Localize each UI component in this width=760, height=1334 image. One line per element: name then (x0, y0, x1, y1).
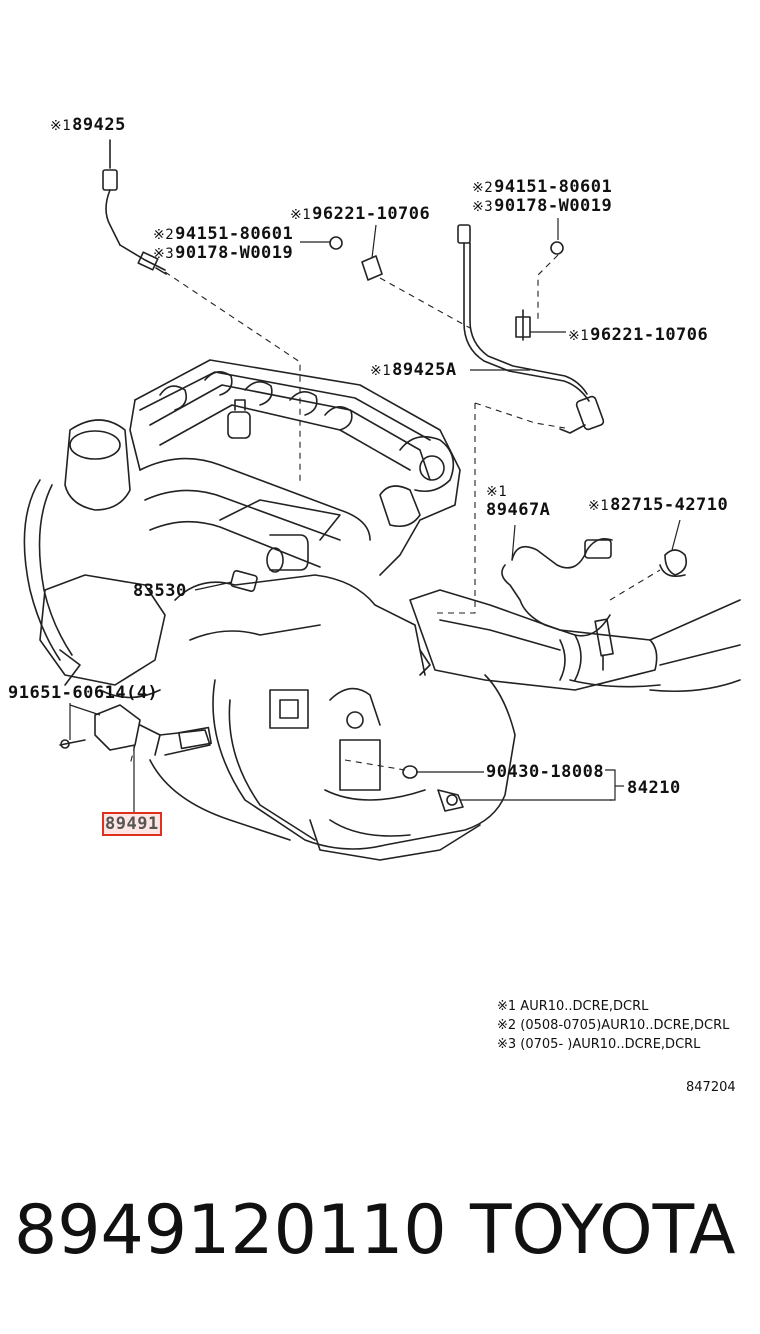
small-parts-drawing (230, 570, 464, 812)
applicability-mark: ※1 (486, 484, 508, 500)
applicability-mark: ※1 (50, 118, 72, 134)
label-82715-42710[interactable]: ※182715-42710 (588, 495, 728, 516)
label-83530[interactable]: 83530 (133, 581, 187, 601)
applicability-mark: ※1 (290, 207, 312, 223)
label-91651-60614[interactable]: 91651-60614(4) (8, 683, 158, 703)
applicability-mark: ※3 (472, 199, 494, 215)
part-number: 89425 (72, 115, 126, 135)
footer-brand: TOYOTA (470, 1191, 736, 1270)
label-96221-10706-upper[interactable]: ※196221-10706 (290, 204, 430, 225)
part-number: 89425A (392, 360, 457, 380)
applicability-mark: ※1 (370, 363, 392, 379)
clamp-96221-drawing (329, 236, 383, 281)
label-89425a[interactable]: ※189425A (370, 360, 457, 381)
part-number: 94151-80601 (494, 177, 613, 197)
part-number: 91651-60614(4) (8, 683, 159, 703)
label-94151-80601-right[interactable]: ※294151-80601 (472, 177, 612, 198)
label-96221-10706-lower[interactable]: ※196221-10706 (568, 325, 708, 346)
note-1: ※1 AUR10..DCRE,DCRL (497, 999, 649, 1014)
note-2: ※2 (0508-0705)AUR10..DCRE,DCRL (497, 1018, 730, 1033)
part-number: 84210 (627, 778, 681, 798)
applicability-mark: ※3 (153, 246, 175, 262)
part-number: 94151-80601 (175, 224, 294, 244)
part-number: 96221-10706 (312, 204, 431, 224)
part-number: 96221-10706 (590, 325, 709, 345)
af-sensor-89467a-drawing (501, 537, 688, 671)
dashed-leaders (129, 254, 661, 771)
label-90430-18008[interactable]: 90430-18008 (486, 762, 604, 782)
engine-block-drawing (23, 359, 741, 861)
applicability-mark: ※1 (588, 498, 610, 514)
part-number: 90430-18008 (486, 762, 605, 782)
label-90178-w0019-left[interactable]: ※390178-W0019 (153, 243, 293, 264)
oxygen-sensor-89425-drawing (102, 139, 167, 275)
knock-sensor-89491-drawing (59, 704, 212, 756)
footer: 8949120110 TOYOTA (14, 1188, 754, 1274)
highlighted-part-number: 89491 (102, 812, 162, 836)
diagram-code: 847204 (686, 1080, 736, 1095)
applicability-mark: ※1 (568, 328, 590, 344)
label-94151-80601-left[interactable]: ※294151-80601 (153, 224, 293, 245)
part-number: 82715-42710 (610, 495, 729, 515)
label-89425[interactable]: ※189425 (50, 115, 126, 136)
label-89491-highlighted[interactable]: 89491 (102, 812, 162, 836)
leader-lines (69, 218, 681, 815)
part-number: 89467A (486, 500, 551, 520)
oxygen-sensor-89425a-drawing (457, 224, 605, 434)
part-number: 90178-W0019 (494, 196, 613, 216)
note-3: ※3 (0705- )AUR10..DCRE,DCRL (497, 1037, 701, 1052)
footer-part-number: 8949120110 (14, 1191, 447, 1270)
part-number: 83530 (133, 581, 187, 601)
applicability-mark: ※2 (153, 227, 175, 243)
applicability-mark: ※2 (472, 180, 494, 196)
label-84210[interactable]: 84210 (627, 778, 681, 798)
part-number: 90178-W0019 (175, 243, 294, 263)
label-90178-w0019-right[interactable]: ※390178-W0019 (472, 196, 612, 217)
applicability-notes: ※1 AUR10..DCRE,DCRL ※2 (0508-0705)AUR10.… (497, 997, 729, 1054)
